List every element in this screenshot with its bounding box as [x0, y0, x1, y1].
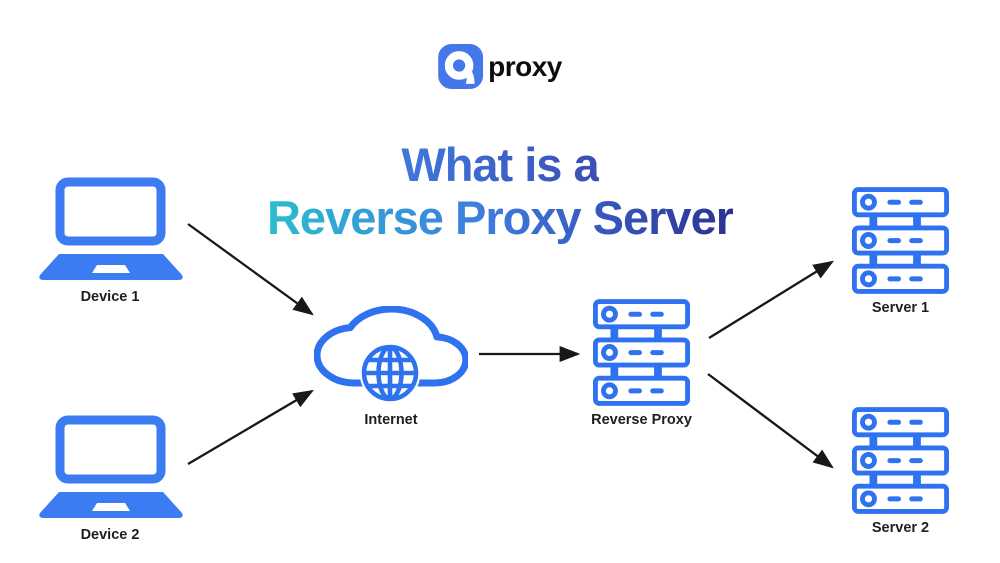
node-server2: Server 2: [852, 407, 949, 536]
node-label: Device 2: [80, 527, 140, 543]
server-stack-icon: [852, 187, 949, 294]
laptop-icon: [34, 415, 186, 521]
node-reverse-proxy: Reverse Proxy: [591, 299, 692, 428]
laptop-icon: [34, 177, 186, 283]
arrow-reverse-proxy-server1: [708, 260, 834, 339]
server-stack-icon: [852, 407, 949, 514]
node-internet: Internet: [314, 306, 468, 428]
9proxy-logo-icon: [438, 44, 484, 89]
node-device2: Device 2: [34, 415, 186, 543]
arrow-device2-internet: [187, 389, 314, 465]
node-label: Reverse Proxy: [591, 412, 692, 428]
title-line-1: What is a: [401, 138, 599, 192]
node-label: Internet: [364, 412, 418, 428]
brand-name: proxy: [488, 50, 562, 82]
title-line-2: Reverse Proxy Server: [266, 191, 734, 245]
node-server1: Server 1: [852, 187, 949, 316]
brand-logo: proxy: [438, 44, 562, 89]
node-label: Server 2: [871, 520, 930, 536]
node-device1: Device 1: [34, 177, 186, 305]
arrow-reverse-proxy-server2: [707, 373, 834, 469]
cloud-globe-icon: [314, 306, 468, 404]
node-label: Device 1: [80, 289, 140, 305]
server-stack-icon: [593, 299, 690, 406]
page-title: What is a Reverse Proxy Server: [0, 138, 1000, 244]
node-label: Server 1: [871, 300, 930, 316]
